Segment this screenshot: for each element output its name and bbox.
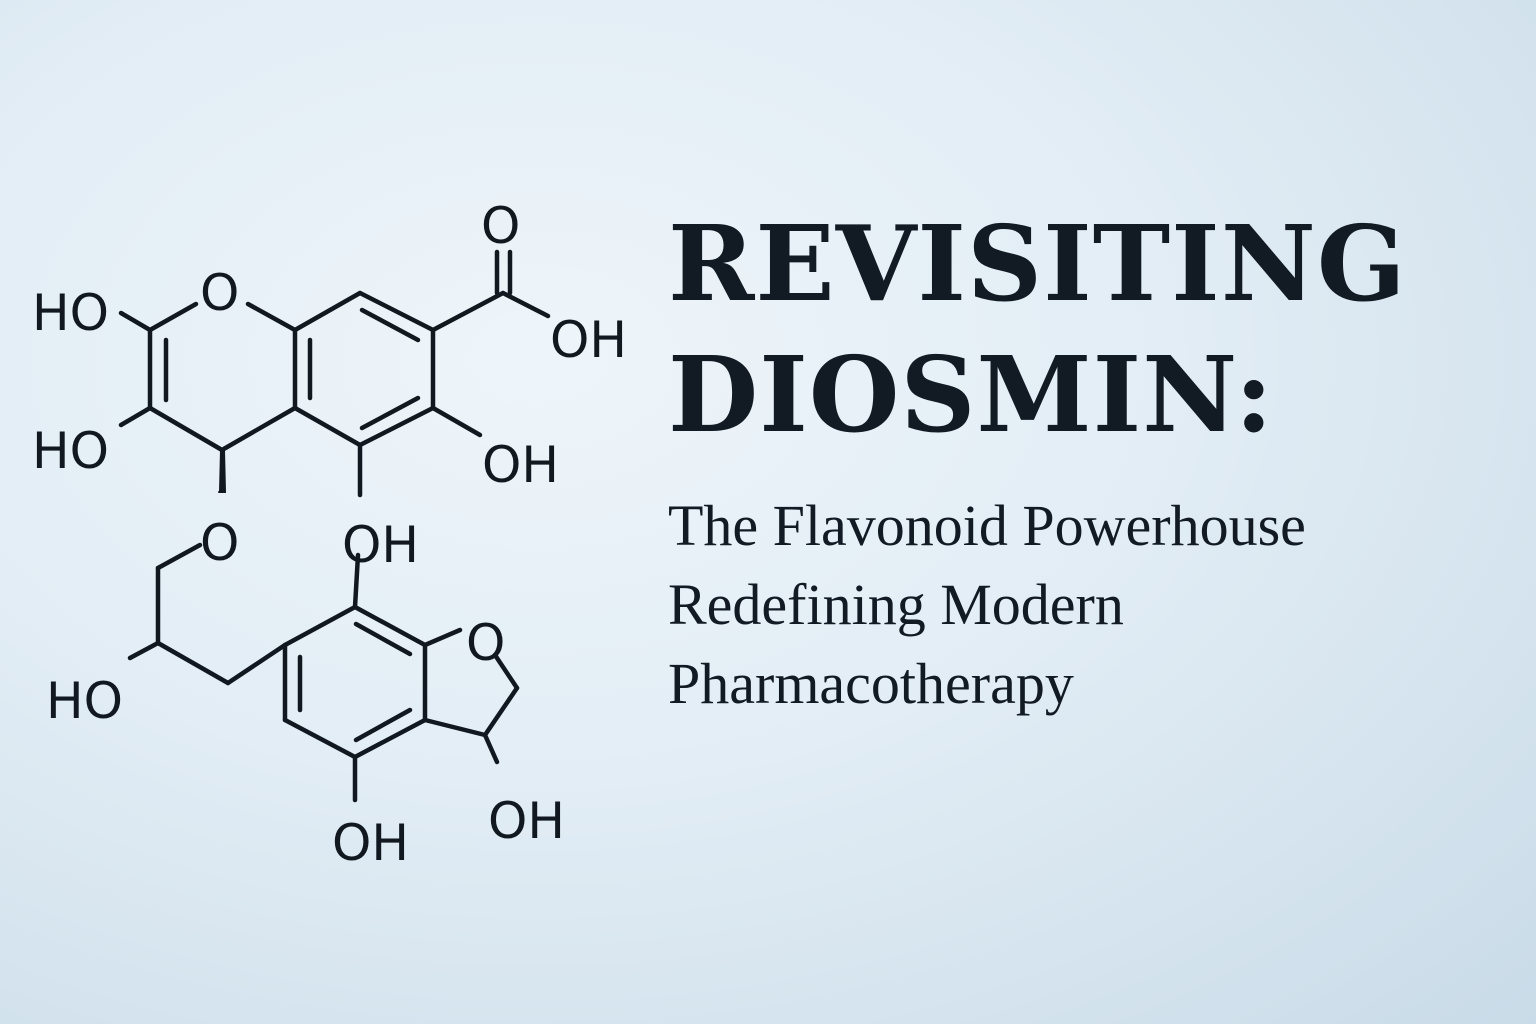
title-line-1: REVISITING — [668, 202, 1407, 325]
atom-ho: HO — [32, 284, 109, 342]
atom-ho: HO — [46, 672, 123, 730]
subtitle-line-2: Redefining Modern — [668, 572, 1124, 637]
title-line-2: DIOSMIN: — [668, 333, 1275, 456]
atom-oh: OH — [482, 436, 559, 494]
atom-o: O — [466, 614, 505, 672]
atom-oh: OH — [488, 792, 565, 850]
atom-oh: OH — [342, 516, 419, 574]
diosmin-structure: HO HO O O OH OH OH O HO O OH OH — [32, 197, 627, 872]
atom-oh: OH — [332, 814, 409, 872]
atom-oh: OH — [550, 311, 627, 369]
atom-o: O — [200, 514, 239, 572]
atom-o: O — [481, 197, 520, 255]
atom-ho: HO — [32, 422, 109, 480]
subtitle-line-3: Pharmacotherapy — [668, 651, 1074, 716]
subtitle-line-1: The Flavonoid Powerhouse — [668, 493, 1306, 558]
atom-labels: HO HO O O OH OH OH O HO O OH OH — [32, 197, 627, 872]
atom-o: O — [200, 264, 239, 322]
bonds — [118, 249, 551, 803]
